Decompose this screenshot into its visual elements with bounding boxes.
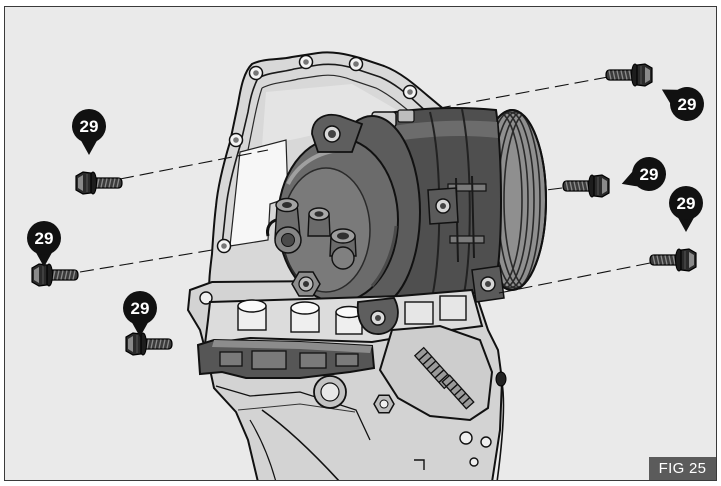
callout-right-middle: 29 [615, 152, 671, 200]
bracket-boss [290, 301, 320, 333]
callouts: 29 29 29 29 29 29 [27, 74, 711, 337]
spring [413, 346, 455, 390]
mounting-ear-bottom [356, 297, 399, 335]
leader-line [439, 76, 609, 109]
callout-left-middle: 29 [27, 221, 61, 267]
plate-bolt-holes [216, 54, 418, 254]
refrigerant-fitting-left [266, 197, 302, 254]
callout-bottom-left: 29 [123, 291, 157, 337]
illustration [186, 51, 547, 480]
callout-label: 29 [131, 299, 150, 318]
mounting-lug-right [427, 187, 459, 225]
pressure-port [291, 271, 321, 297]
bolt-leader-lines [79, 76, 651, 295]
bracket-boss [335, 305, 363, 335]
callout-right-bottom: 29 [669, 186, 703, 232]
mounting-bracket [196, 338, 376, 379]
bracket-boss [237, 299, 267, 331]
leader-line [545, 187, 563, 191]
wire-harness [495, 371, 507, 480]
leader-line [493, 262, 651, 295]
mounting-ear-top [311, 113, 364, 153]
refrigerant-fitting-right [329, 228, 357, 270]
spring [441, 374, 475, 410]
callout-left-top: 29 [72, 109, 106, 155]
callout-label: 29 [678, 95, 697, 114]
block-holes [459, 431, 492, 467]
leader-line [79, 249, 213, 273]
callout-label: 29 [640, 165, 659, 184]
bolt-hole [199, 291, 213, 305]
mounting-lug-lower-right [471, 265, 505, 303]
refrigerant-fitting-center [307, 207, 331, 237]
leader-line [119, 149, 269, 180]
callout-label: 29 [35, 229, 54, 248]
callout-label: 29 [677, 194, 696, 213]
figure-label: FIG 25 [649, 457, 716, 480]
tensioner-bracket [378, 324, 494, 422]
callout-right-top: 29 [653, 74, 711, 128]
callout-label: 29 [80, 117, 99, 136]
